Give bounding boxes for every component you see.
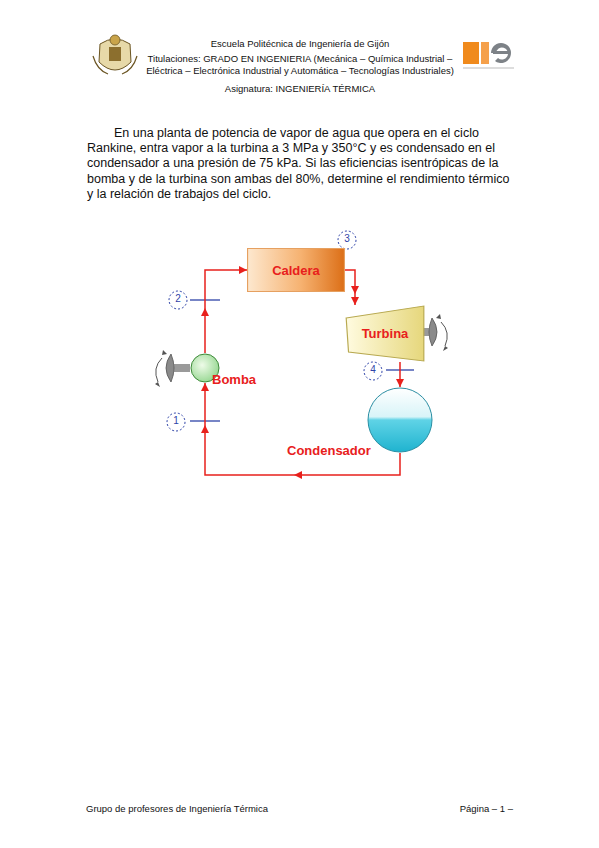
condenser-outline [367,387,433,453]
pipe-connector [345,270,359,305]
problem-statement: En una planta de potencia de vapor de ag… [87,126,514,202]
callout-number: 1 [167,414,185,427]
pipe-connector [396,362,404,387]
university-crest [93,35,137,74]
pump: Bomba [190,353,220,383]
header-school: Escuela Politécnica de Ingeniería de Gij… [150,38,450,50]
boiler-box-label: Caldera [272,263,320,278]
callout-number: 3 [338,232,356,245]
pump-label: Bomba [212,372,256,387]
header-degrees: Titulaciones: GRADO EN INGENIERIA (Mecán… [138,53,462,77]
pipe-connector [205,266,247,353]
callout-number: 2 [169,292,187,305]
boiler-box: Caldera [247,248,345,292]
condenser: Condensador [367,387,433,453]
condenser-label: Condensador [287,443,371,458]
header-subject: Asignatura: INGENIERÍA TÉRMICA [150,83,450,95]
department-logo [463,42,514,68]
turbine: Turbina [345,305,425,362]
callout-number: 4 [364,363,382,376]
pump-shaft [155,350,190,387]
footer-group: Grupo de profesores de Ingeniería Térmic… [86,803,346,815]
footer-page: Página – 1 – [400,803,513,815]
turbine-label: Turbina [362,326,409,341]
